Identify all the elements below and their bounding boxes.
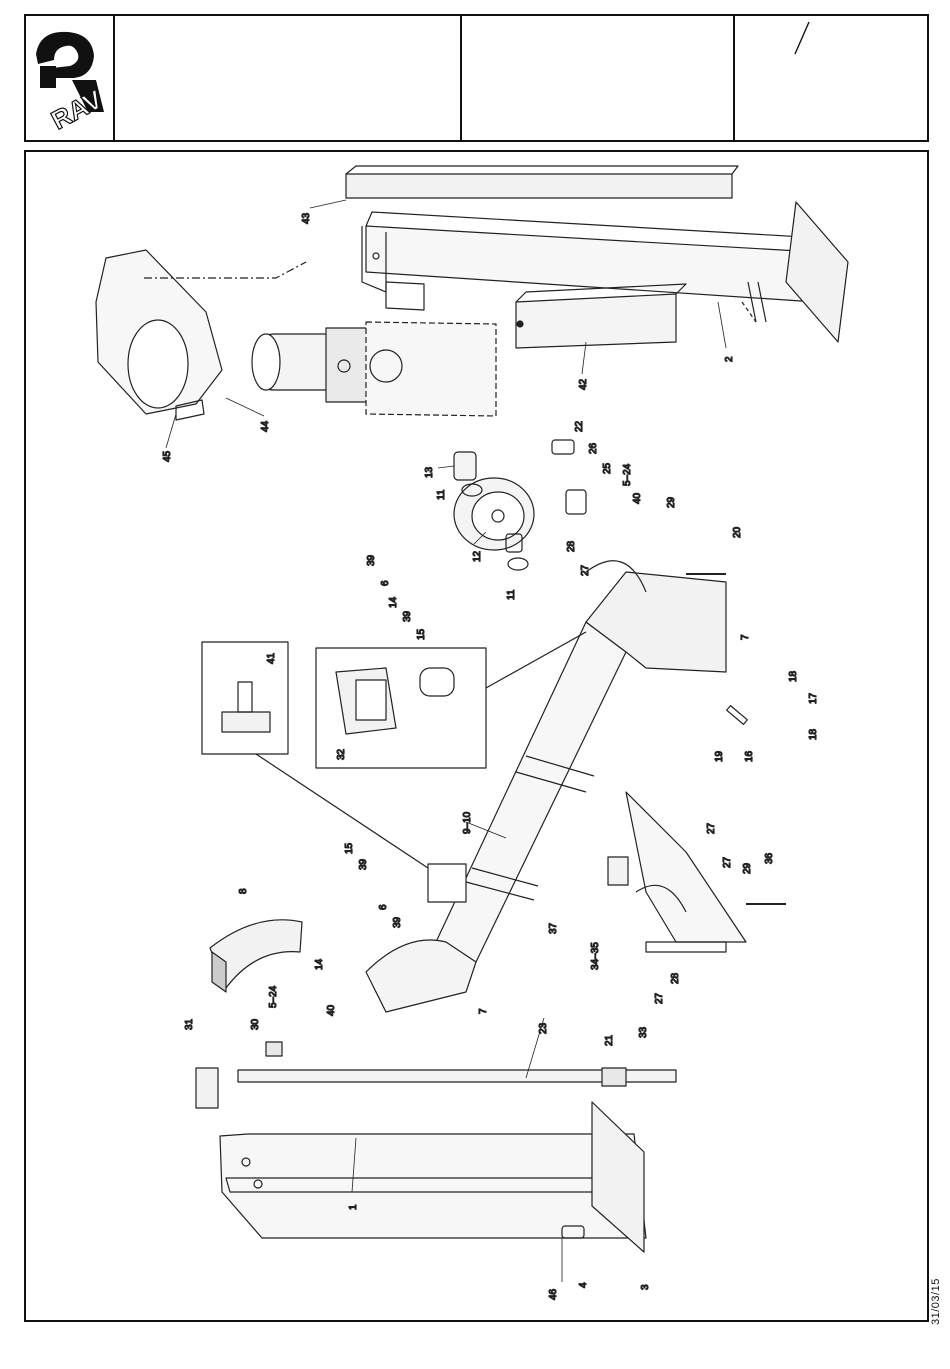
lock-segment-8 (210, 920, 302, 992)
callout-39-a: 39 (366, 554, 377, 566)
callout-13: 13 (424, 466, 435, 478)
callout-33: 33 (638, 1026, 649, 1038)
rack-23 (238, 1068, 676, 1086)
sheet-cell: / (735, 16, 927, 140)
title-cell (115, 16, 462, 140)
exploded-view-frame: 43 2 42 44 45 22 26 25 5–24 40 29 13 11 … (24, 150, 929, 1322)
logo-cell: RAV (26, 16, 115, 140)
callout-1: 1 (348, 1204, 359, 1210)
callout-30: 30 (250, 1018, 261, 1030)
power-unit (252, 322, 496, 416)
callout-2: 2 (724, 356, 735, 362)
callout-11-upper: 11 (436, 489, 447, 500)
callout-11-lower: 11 (506, 589, 517, 600)
revision-date: 31/03/15 (930, 1278, 942, 1325)
callout-37: 37 (548, 922, 559, 934)
callout-39-d: 39 (392, 916, 403, 928)
callout-27-c: 27 (722, 856, 733, 868)
arm-extension (608, 792, 746, 952)
callout-42: 42 (578, 378, 589, 390)
callout-27-upper: 27 (580, 564, 591, 576)
callout-45: 45 (162, 450, 173, 462)
callout-7-lower: 7 (478, 1008, 489, 1014)
callout-4: 4 (578, 1282, 589, 1288)
callout-5-24-lower: 5–24 (268, 985, 279, 1008)
callout-43: 43 (301, 212, 312, 224)
callout-44: 44 (260, 420, 271, 432)
callout-40-lower: 40 (326, 1004, 337, 1016)
callout-6-upper: 6 (380, 580, 391, 586)
callout-27-d: 27 (654, 992, 665, 1004)
sheet-slash-area: / (735, 16, 925, 140)
callout-16: 16 (744, 750, 755, 762)
callout-29-lower: 29 (742, 862, 753, 874)
callout-27-b: 27 (706, 822, 717, 834)
callout-17: 17 (808, 692, 819, 704)
callout-29-upper: 29 (666, 496, 677, 508)
cover-42 (516, 284, 686, 348)
callout-18-upper: 18 (788, 670, 799, 682)
title-block: RAV / (24, 14, 929, 142)
callout-32: 32 (336, 748, 347, 760)
callout-12: 12 (472, 550, 483, 562)
callout-21: 21 (604, 1034, 615, 1046)
callout-6-lower: 6 (378, 904, 389, 910)
callout-14-lower: 14 (314, 958, 325, 970)
callout-3: 3 (640, 1284, 651, 1290)
callout-39-b: 39 (402, 610, 413, 622)
callout-26: 26 (588, 442, 599, 454)
callout-31: 31 (184, 1018, 195, 1030)
callout-39-c: 39 (358, 858, 369, 870)
callout-28-upper: 28 (566, 540, 577, 552)
callout-46: 46 (548, 1288, 559, 1300)
callout-41: 41 (266, 652, 277, 664)
callout-15-lower: 15 (344, 842, 355, 854)
exploded-view-diagram: 43 2 42 44 45 22 26 25 5–24 40 29 13 11 … (26, 152, 927, 1320)
callout-5-24-upper: 5–24 (622, 463, 633, 486)
code-cell (462, 16, 735, 140)
callout-19: 19 (714, 750, 725, 762)
rav-logo: RAV (26, 16, 113, 140)
callout-7-upper: 7 (740, 634, 751, 640)
callout-25: 25 (602, 462, 613, 474)
callout-8: 8 (238, 888, 249, 894)
callout-34-35: 34–35 (590, 942, 601, 970)
callout-28-lower: 28 (670, 972, 681, 984)
callout-15-upper: 15 (416, 628, 427, 640)
callout-22: 22 (574, 420, 585, 432)
callout-20: 20 (732, 526, 743, 538)
callout-36: 36 (764, 852, 775, 864)
pulley-12 (454, 452, 534, 570)
callout-40-upper: 40 (632, 492, 643, 504)
base-column-1 (220, 1102, 646, 1252)
callout-14-upper: 14 (388, 596, 399, 608)
arm-beam (366, 561, 726, 1012)
callout-18-lower: 18 (808, 728, 819, 740)
